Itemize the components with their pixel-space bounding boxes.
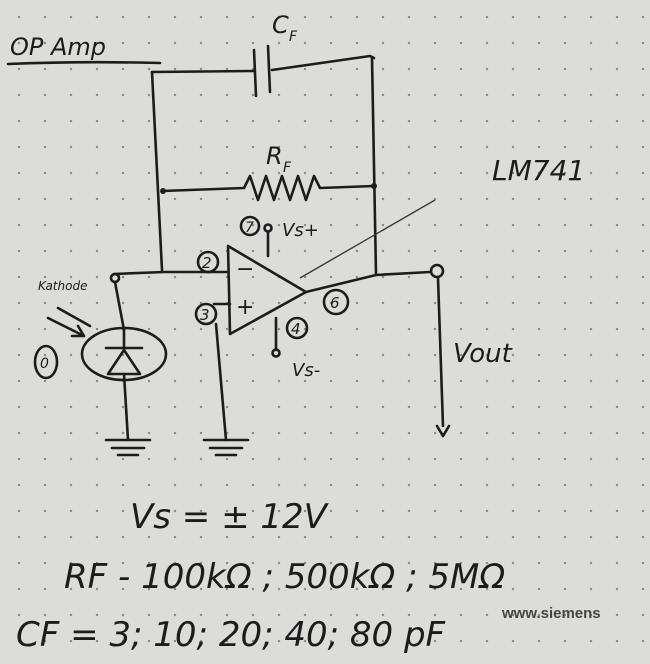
cf-plate-right — [266, 44, 272, 94]
rf-junction-left — [160, 188, 166, 194]
rf-junction-right — [371, 183, 377, 189]
photodiode-leads — [122, 328, 130, 442]
watermark-text: www.siemens — [501, 605, 601, 622]
inverting-sign: − — [236, 257, 254, 282]
cf-wire-left — [150, 69, 255, 74]
light-arrow-2 — [56, 306, 92, 328]
kathode-label: Kathode — [38, 279, 87, 293]
pin-3-circle — [194, 302, 218, 326]
inverting-input-wire — [112, 270, 230, 276]
rf-resistor — [160, 174, 376, 202]
diode-marker-circle — [33, 344, 59, 380]
vout-lead — [436, 276, 445, 428]
pencil-stray-line — [299, 199, 436, 279]
non-inverting-sign: + — [236, 295, 254, 320]
left-feedback-rail — [150, 70, 164, 272]
pin-3-label: 3 — [200, 306, 210, 324]
vplus-label: Vs+ — [282, 220, 319, 241]
cf-label-sub: F — [289, 29, 298, 45]
non-inverting-to-ground — [214, 322, 228, 442]
part-number: LM741 — [492, 154, 585, 187]
op-amp-triangle — [226, 244, 308, 336]
ground-symbol-opamp — [202, 438, 250, 457]
cf-label: C — [272, 11, 289, 39]
pin-6-label: 6 — [330, 294, 340, 312]
diagram-title: OP Amp — [10, 33, 106, 61]
vout-arrow — [435, 424, 451, 438]
pin-4-label: 4 — [291, 320, 301, 338]
pin-2-label: 2 — [202, 254, 212, 272]
pin-7-label: 7 — [245, 220, 254, 236]
rf-label: R — [266, 142, 283, 170]
vplus-terminal — [263, 223, 273, 233]
rf-label-sub: F — [283, 160, 292, 176]
pin-4-circle — [285, 316, 309, 340]
note-supply-voltage: Vs = ± 12V — [130, 497, 330, 537]
pin-6-circle — [322, 288, 350, 316]
diode-marker-label: 0 — [40, 356, 49, 372]
title-underline — [6, 60, 162, 66]
right-feedback-rail — [370, 56, 378, 276]
output-wire — [304, 270, 432, 294]
cf-wire-right — [270, 54, 376, 72]
photodiode-symbol — [104, 346, 144, 376]
output-terminal — [429, 263, 445, 279]
pin-7-circle — [239, 215, 261, 237]
kathode-wire — [113, 280, 126, 332]
ground-symbol-diode — [104, 438, 152, 457]
note-cf-values: CF = 3; 10; 20; 40; 80 pF — [16, 615, 446, 655]
vout-label: Vout — [453, 339, 513, 369]
light-arrow-1 — [46, 316, 86, 338]
vminus-terminal — [271, 348, 281, 358]
cf-plate-left — [252, 48, 258, 98]
vminus-label: Vs- — [292, 360, 320, 381]
note-rf-values: RF - 100kΩ ; 500kΩ ; 5MΩ — [64, 557, 505, 597]
